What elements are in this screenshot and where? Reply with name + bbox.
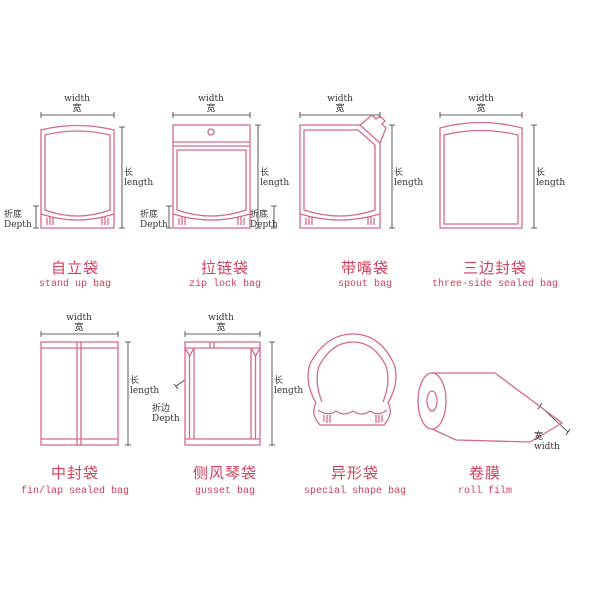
bag-name-cn: 自立袋 xyxy=(50,259,99,277)
bag-name-cn: 中封袋 xyxy=(50,464,99,482)
zip-lock-bag-icon xyxy=(166,112,261,229)
three-side-sealed-bag-icon xyxy=(439,112,537,229)
roll-film-icon xyxy=(417,372,571,443)
bag-name-cn: 异形袋 xyxy=(330,464,379,482)
bag-item-special-shape: 异形袋 special shape bag xyxy=(300,300,450,600)
bag-name-en: spout bag xyxy=(337,279,392,290)
bag-name-en: gusset bag xyxy=(194,486,255,497)
spout-bag-icon xyxy=(271,112,395,229)
bag-name-cn: 拉链袋 xyxy=(200,259,249,277)
bag-name-en: stand up bag xyxy=(38,279,111,290)
stand-up-bag-icon xyxy=(33,112,125,229)
bag-name-cn: 侧风琴袋 xyxy=(192,464,257,482)
bag-name-cn: 三边封袋 xyxy=(462,259,527,277)
bag-name-en: roll film xyxy=(457,486,512,497)
special-shape-bag-icon xyxy=(307,333,397,426)
bag-name-cn: 卷膜 xyxy=(468,464,501,482)
bag-name-en: special shape bag xyxy=(303,486,407,497)
fin-lap-sealed-bag-icon xyxy=(40,331,131,446)
bag-name-en: zip lock bag xyxy=(188,279,261,290)
bag-name-cn: 带嘴袋 xyxy=(340,259,389,277)
bag-name-en: three-side sealed bag xyxy=(431,279,559,290)
bag-name-en: fin/lap sealed bag xyxy=(20,486,130,497)
gusset-bag-icon xyxy=(173,331,275,446)
